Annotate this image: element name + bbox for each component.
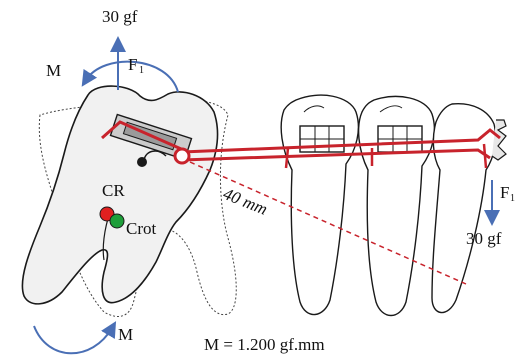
moment-top-label: M — [46, 61, 61, 80]
moment-arc-bottom — [34, 326, 112, 353]
force-right-symbol: F — [500, 183, 509, 202]
distance-label: 40 mm — [221, 184, 271, 219]
moment-formula: M = 1.200 gf.mm — [204, 335, 325, 354]
force-right-subscript: 1 — [510, 193, 515, 204]
force-application-point — [175, 149, 189, 163]
anterior-teeth — [281, 95, 506, 315]
center-resistance-label: CR — [102, 181, 125, 200]
crot-point — [110, 214, 124, 228]
moment-bottom-label: M — [118, 325, 133, 344]
force-top-label: 30 gf — [102, 7, 138, 26]
bracket-premolar-2 — [378, 126, 422, 152]
force-top-symbol: F — [128, 55, 137, 74]
force-top-subscript: 1 — [139, 65, 144, 76]
force-right-label: 30 gf — [466, 229, 502, 248]
center-rotation-label: Crot — [126, 219, 157, 238]
